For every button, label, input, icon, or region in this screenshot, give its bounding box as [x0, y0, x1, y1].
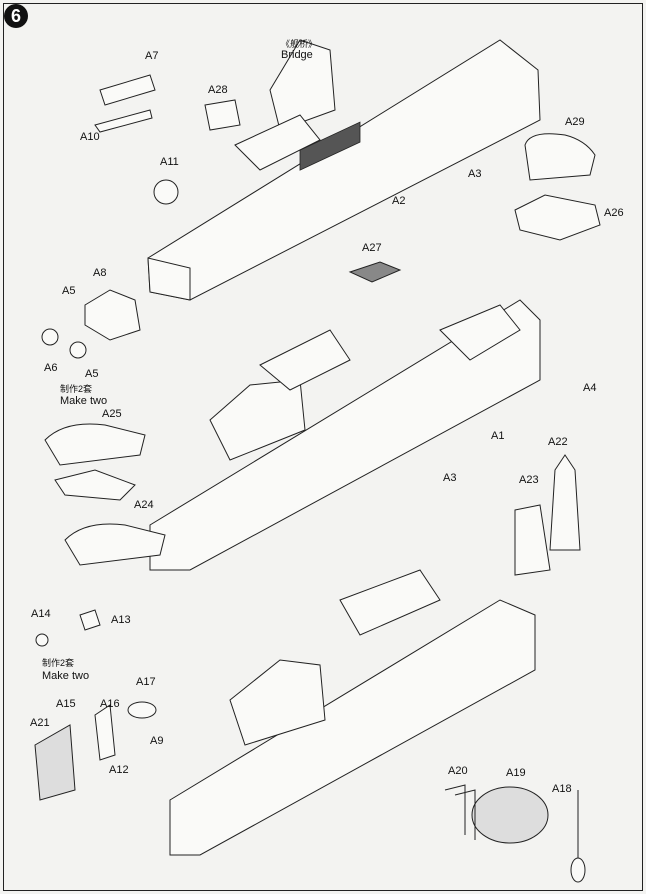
- ship-hull-middle: [149, 299, 541, 571]
- part-a7-a10: [94, 74, 156, 133]
- label-a25: A25: [102, 408, 122, 420]
- step-number-badge: 6: [4, 4, 28, 28]
- label-a28: A28: [208, 84, 228, 96]
- label-a5-top: A5: [62, 285, 76, 297]
- part-a14-a13: [35, 609, 101, 647]
- label-make-two-cn-1: 制作2套: [60, 384, 93, 394]
- label-bridge: Bridge: [281, 49, 313, 61]
- label-a3-top: A3: [468, 168, 482, 180]
- label-a5-bottom: A5: [85, 368, 99, 380]
- part-a27: [348, 261, 402, 283]
- label-a9: A9: [150, 735, 164, 747]
- label-a4: A4: [583, 382, 597, 394]
- part-a28: [204, 99, 241, 131]
- label-a22: A22: [548, 436, 568, 448]
- label-a12: A12: [109, 764, 129, 776]
- label-a7: A7: [145, 50, 159, 62]
- label-a15: A15: [56, 698, 76, 710]
- part-a17: [127, 701, 157, 719]
- label-a27: A27: [362, 242, 382, 254]
- label-a21: A21: [30, 717, 50, 729]
- ship-hull-top: [147, 39, 541, 301]
- label-make-two-1: Make two: [60, 395, 108, 407]
- part-a25-a24: [44, 423, 166, 566]
- ship-hull-bottom: [169, 569, 536, 856]
- part-a16: [94, 704, 116, 761]
- part-a23: [514, 504, 551, 576]
- label-a10: A10: [80, 131, 100, 143]
- label-bridge-cn: 《舰桥》: [281, 39, 318, 49]
- label-a16: A16: [100, 698, 120, 710]
- label-a29: A29: [565, 116, 585, 128]
- label-a6: A6: [44, 362, 58, 374]
- label-a24: A24: [134, 499, 154, 511]
- label-a13: A13: [111, 614, 131, 626]
- label-a11: A11: [160, 156, 179, 168]
- label-a19: A19: [506, 767, 526, 779]
- label-a2: A2: [392, 195, 406, 207]
- label-a23: A23: [519, 474, 539, 486]
- label-a26: A26: [604, 207, 624, 219]
- part-a21-a15: [34, 724, 76, 801]
- label-a14: A14: [31, 608, 51, 620]
- part-a29-a26: [514, 133, 601, 241]
- part-a18-mast: [570, 790, 586, 883]
- label-a17: A17: [136, 676, 156, 688]
- label-a18: A18: [552, 783, 572, 795]
- part-a11: [153, 179, 179, 205]
- label-a1: A1: [491, 430, 505, 442]
- label-make-two-2: Make two: [42, 670, 90, 682]
- page-border: [3, 3, 643, 891]
- label-make-two-cn-2: 制作2套: [42, 658, 75, 668]
- part-a22-mast: [549, 454, 581, 551]
- part-a8-assembly: [41, 289, 141, 359]
- label-a3-mid: A3: [443, 472, 457, 484]
- label-a20: A20: [448, 765, 468, 777]
- label-a8: A8: [93, 267, 107, 279]
- part-a19-a20: [444, 784, 549, 844]
